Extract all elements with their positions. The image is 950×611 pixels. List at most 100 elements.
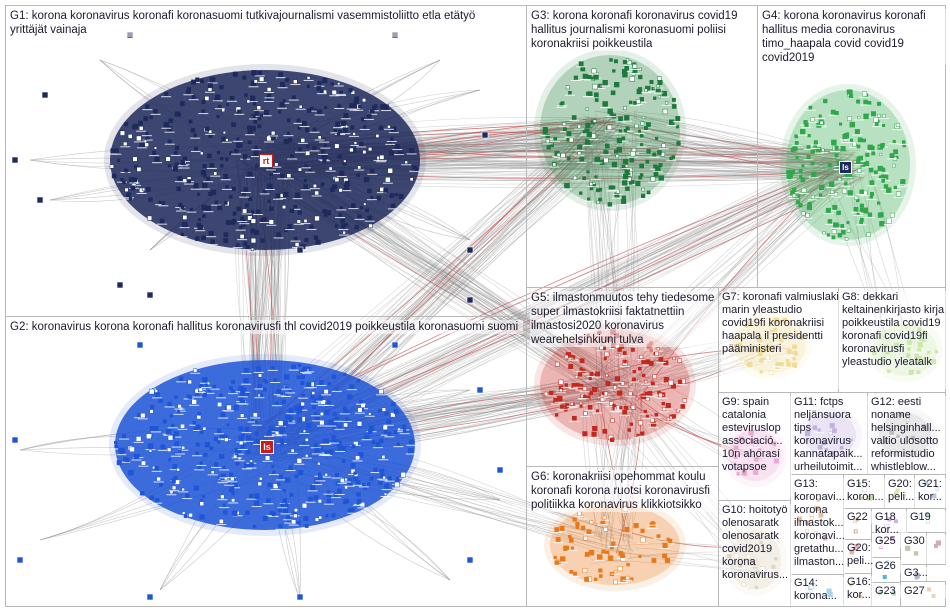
node-g2-20[interactable] [334, 416, 339, 421]
node-g1-35[interactable] [325, 209, 331, 216]
node-g1-314[interactable] [334, 177, 340, 182]
node-g1-119[interactable] [124, 187, 129, 192]
node-g1-157[interactable] [167, 139, 172, 144]
node-g1-48[interactable] [306, 144, 310, 148]
node-g2-68[interactable] [174, 441, 180, 447]
node-g1-395[interactable] [207, 153, 212, 159]
node-g2-283[interactable] [390, 412, 396, 418]
node-g1-328[interactable] [259, 76, 265, 82]
node-g1-235[interactable] [330, 187, 335, 192]
node-g1-127[interactable] [239, 234, 245, 239]
node-g1-307[interactable] [323, 212, 328, 217]
node-g1-323[interactable] [344, 180, 350, 186]
node-g1-4[interactable] [166, 126, 173, 132]
node-g1-8[interactable] [268, 219, 274, 225]
node-g1-359[interactable] [313, 235, 319, 240]
node-g2-420[interactable] [245, 510, 250, 515]
node-g2-353[interactable] [257, 481, 262, 487]
node-g3-27[interactable] [577, 144, 583, 150]
node-g1-373[interactable] [309, 224, 314, 229]
node-g2-136[interactable] [276, 389, 282, 394]
node-g2-132[interactable] [387, 476, 392, 481]
node-g2-265[interactable] [288, 418, 293, 423]
node-g1-375[interactable] [250, 228, 256, 234]
node-g2-386[interactable] [271, 464, 275, 468]
node-g1-295[interactable] [321, 149, 325, 154]
node-g2-63[interactable] [223, 510, 228, 515]
node-g2-225[interactable] [243, 378, 249, 384]
node-g2-208[interactable] [379, 438, 384, 443]
node-g2-112[interactable] [114, 440, 118, 445]
node-g2-226[interactable] [300, 406, 304, 410]
node-g2-244[interactable] [332, 411, 337, 417]
node-g1-305[interactable] [161, 201, 166, 206]
node-g2-80[interactable] [301, 503, 308, 509]
node-g1-416[interactable] [352, 132, 356, 136]
node-g2-220[interactable] [158, 482, 164, 487]
node-g2-173[interactable] [327, 400, 332, 405]
node-g1-100[interactable] [399, 151, 404, 157]
node-g2-407[interactable] [328, 419, 334, 426]
node-g1-98[interactable] [331, 89, 337, 95]
node-g1-167[interactable] [293, 236, 298, 241]
node-g2-14[interactable] [212, 384, 217, 389]
node-g2-0[interactable] [173, 431, 179, 437]
node-g1-107[interactable] [229, 151, 233, 156]
node-g2-129[interactable] [288, 408, 294, 413]
node-g1-20[interactable] [305, 150, 311, 156]
node-g2-42[interactable] [373, 467, 378, 472]
node-g3-4[interactable] [645, 85, 651, 92]
node-g1-378[interactable] [217, 205, 223, 211]
node-g2-66[interactable] [359, 399, 363, 404]
node-g2-168[interactable] [240, 390, 246, 397]
node-g2-135[interactable] [216, 428, 222, 434]
node-g2-384[interactable] [319, 412, 324, 416]
node-g2-73[interactable] [317, 499, 322, 504]
node-g1-383[interactable] [348, 88, 353, 93]
node-g1-17[interactable] [388, 150, 395, 156]
node-g2-333[interactable] [381, 455, 386, 459]
node-g1-258[interactable] [182, 215, 188, 220]
node-g1-404[interactable] [343, 159, 347, 163]
node-g1-284[interactable] [128, 197, 133, 201]
node-g2-361[interactable] [362, 483, 366, 487]
node-g2-339[interactable] [344, 477, 348, 482]
node-g2-215[interactable] [217, 440, 221, 444]
node-g1-394[interactable] [306, 108, 312, 113]
node-g1-410[interactable] [200, 151, 204, 155]
node-g1-333[interactable] [242, 193, 246, 197]
node-g1-85[interactable] [255, 164, 259, 168]
node-g3-47[interactable] [606, 124, 613, 131]
node-g2-307[interactable] [199, 501, 205, 506]
node-g1-311[interactable] [344, 222, 348, 227]
node-g2-76[interactable] [397, 427, 401, 431]
node-g1-237[interactable] [306, 76, 311, 80]
node-g1-385[interactable] [119, 130, 126, 136]
node-g1-110[interactable] [193, 133, 198, 138]
node-g1-222[interactable] [312, 145, 317, 151]
node-g2-289[interactable] [393, 408, 399, 414]
node-g1-76[interactable] [376, 195, 381, 201]
node-g1-236[interactable] [330, 82, 334, 86]
node-g2-32[interactable] [396, 442, 401, 446]
node-g1-303[interactable] [250, 247, 255, 252]
node-g1-142[interactable] [380, 103, 386, 110]
node-g2-24[interactable] [219, 453, 225, 459]
node-g2-381[interactable] [278, 524, 283, 529]
node-g1-183[interactable] [243, 241, 248, 246]
node-g2-357[interactable] [245, 392, 249, 396]
node-g1-72[interactable] [390, 203, 396, 209]
node-g1-244[interactable] [337, 103, 342, 108]
node-g2-406[interactable] [347, 394, 353, 400]
node-g2-370[interactable] [224, 476, 228, 481]
node-g1-382[interactable] [225, 157, 229, 161]
node-g1-275[interactable] [305, 127, 310, 132]
node-g1-233[interactable] [270, 135, 276, 140]
node-g2-311[interactable] [314, 411, 318, 416]
node-g1-285[interactable] [174, 145, 180, 151]
node-g2-389[interactable] [180, 423, 185, 429]
node-g1-129[interactable] [334, 143, 340, 149]
node-g2-423[interactable] [167, 435, 174, 441]
node-g2-383[interactable] [312, 405, 316, 410]
node-g2-191[interactable] [226, 404, 232, 411]
